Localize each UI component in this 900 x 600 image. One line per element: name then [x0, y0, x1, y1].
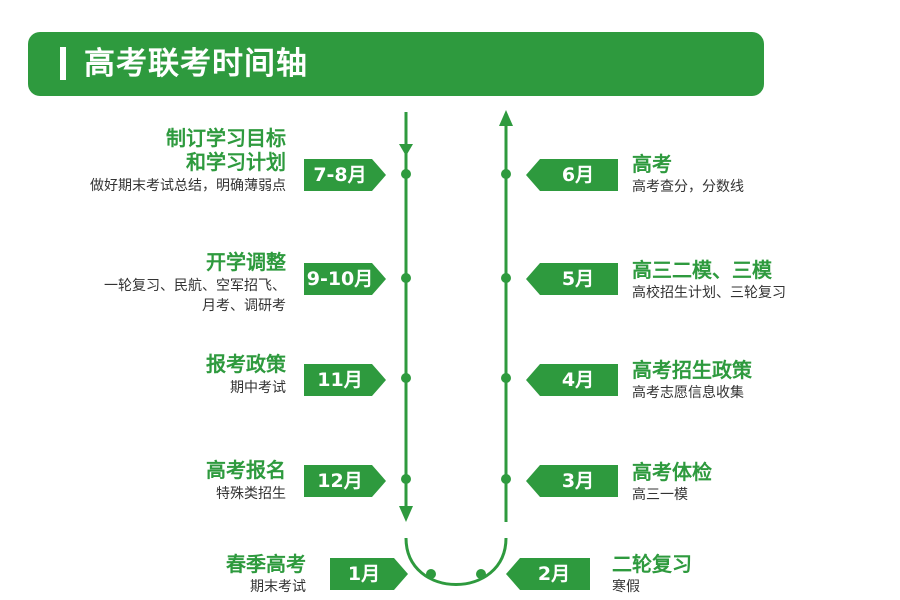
- month-tag-5: 5月: [526, 263, 618, 295]
- event-title-line: 高考: [632, 152, 672, 176]
- timeline-dot: [501, 169, 511, 179]
- event-desc-line: 特殊类招生: [216, 486, 286, 502]
- timeline-dot: [426, 569, 436, 579]
- event-title-line: 高三二模、三模: [632, 258, 772, 282]
- event-desc: 寒假: [612, 577, 640, 597]
- event-desc-line: 高三一模: [632, 487, 688, 503]
- timeline-up-arrow: [499, 110, 513, 126]
- event-title: 高三二模、三模: [632, 258, 772, 282]
- timeline-bottom-curve: [404, 537, 508, 586]
- event-title: 高考体检: [632, 460, 712, 484]
- event-desc-line: 高考查分，分数线: [632, 179, 744, 195]
- timeline-top-arrow: [399, 144, 413, 156]
- event-title-line: 高考报名: [206, 458, 286, 482]
- month-tag-4: 4月: [526, 364, 618, 396]
- month-tag-11: 11月: [304, 364, 386, 396]
- event-desc-line: 高校招生计划、三轮复习: [632, 285, 786, 301]
- timeline-dot: [401, 273, 411, 283]
- event-desc-line: 高考志愿信息收集: [632, 385, 744, 401]
- event-desc: 一轮复习、民航、空军招飞、 月考、调研考: [104, 276, 286, 316]
- timeline-dot: [401, 474, 411, 484]
- event-title: 高考招生政策: [632, 358, 752, 382]
- month-tag-6: 6月: [526, 159, 618, 191]
- event-desc-line: 寒假: [612, 579, 640, 595]
- event-title: 春季高考: [226, 552, 306, 576]
- page-title: 高考联考时间轴: [84, 46, 308, 82]
- event-title: 报考政策: [206, 352, 286, 376]
- event-desc-line: 期末考试: [250, 579, 306, 595]
- month-tag-9-10: 9-10月: [304, 263, 386, 295]
- event-desc: 高考志愿信息收集: [632, 383, 744, 403]
- month-tag-7-8: 7-8月: [304, 159, 386, 191]
- timeline-dot: [501, 474, 511, 484]
- timeline-dot: [501, 273, 511, 283]
- month-tag-2: 2月: [506, 558, 590, 590]
- event-desc: 期中考试: [230, 378, 286, 398]
- event-desc-line: 做好期末考试总结，明确薄弱点: [90, 178, 286, 194]
- event-title-line: 春季高考: [226, 552, 306, 576]
- event-desc-line: 月考、调研考: [202, 298, 286, 314]
- timeline-dot: [401, 373, 411, 383]
- event-desc: 高考查分，分数线: [632, 177, 744, 197]
- event-desc: 期末考试: [250, 577, 306, 597]
- event-title-line: 制订学习目标: [166, 126, 286, 150]
- header-accent-bar: [60, 47, 66, 80]
- event-title-line: 高考招生政策: [632, 358, 752, 382]
- month-tag-3: 3月: [526, 465, 618, 497]
- month-tag-1: 1月: [330, 558, 408, 590]
- event-title: 高考报名: [206, 458, 286, 482]
- timeline-dot: [401, 169, 411, 179]
- event-title: 高考: [632, 152, 672, 176]
- event-desc: 特殊类招生: [216, 484, 286, 504]
- event-title-line: 高考体检: [632, 460, 712, 484]
- timeline-down-arrow: [399, 506, 413, 522]
- timeline-dot: [476, 569, 486, 579]
- event-title-line: 报考政策: [206, 352, 286, 376]
- event-desc: 高校招生计划、三轮复习: [632, 283, 786, 303]
- event-desc: 做好期末考试总结，明确薄弱点: [90, 176, 286, 196]
- event-desc: 高三一模: [632, 485, 688, 505]
- event-desc-line: 期中考试: [230, 380, 286, 396]
- event-title: 二轮复习: [612, 552, 692, 576]
- event-title: 制订学习目标 和学习计划: [166, 126, 286, 174]
- month-tag-12: 12月: [304, 465, 386, 497]
- event-title-line: 开学调整: [206, 250, 286, 274]
- event-desc-line: 一轮复习、民航、空军招飞、: [104, 278, 286, 294]
- event-title: 开学调整: [206, 250, 286, 274]
- timeline-dot: [501, 373, 511, 383]
- event-title-line: 二轮复习: [612, 552, 692, 576]
- event-title-line: 和学习计划: [186, 150, 286, 174]
- header-banner: [28, 32, 764, 96]
